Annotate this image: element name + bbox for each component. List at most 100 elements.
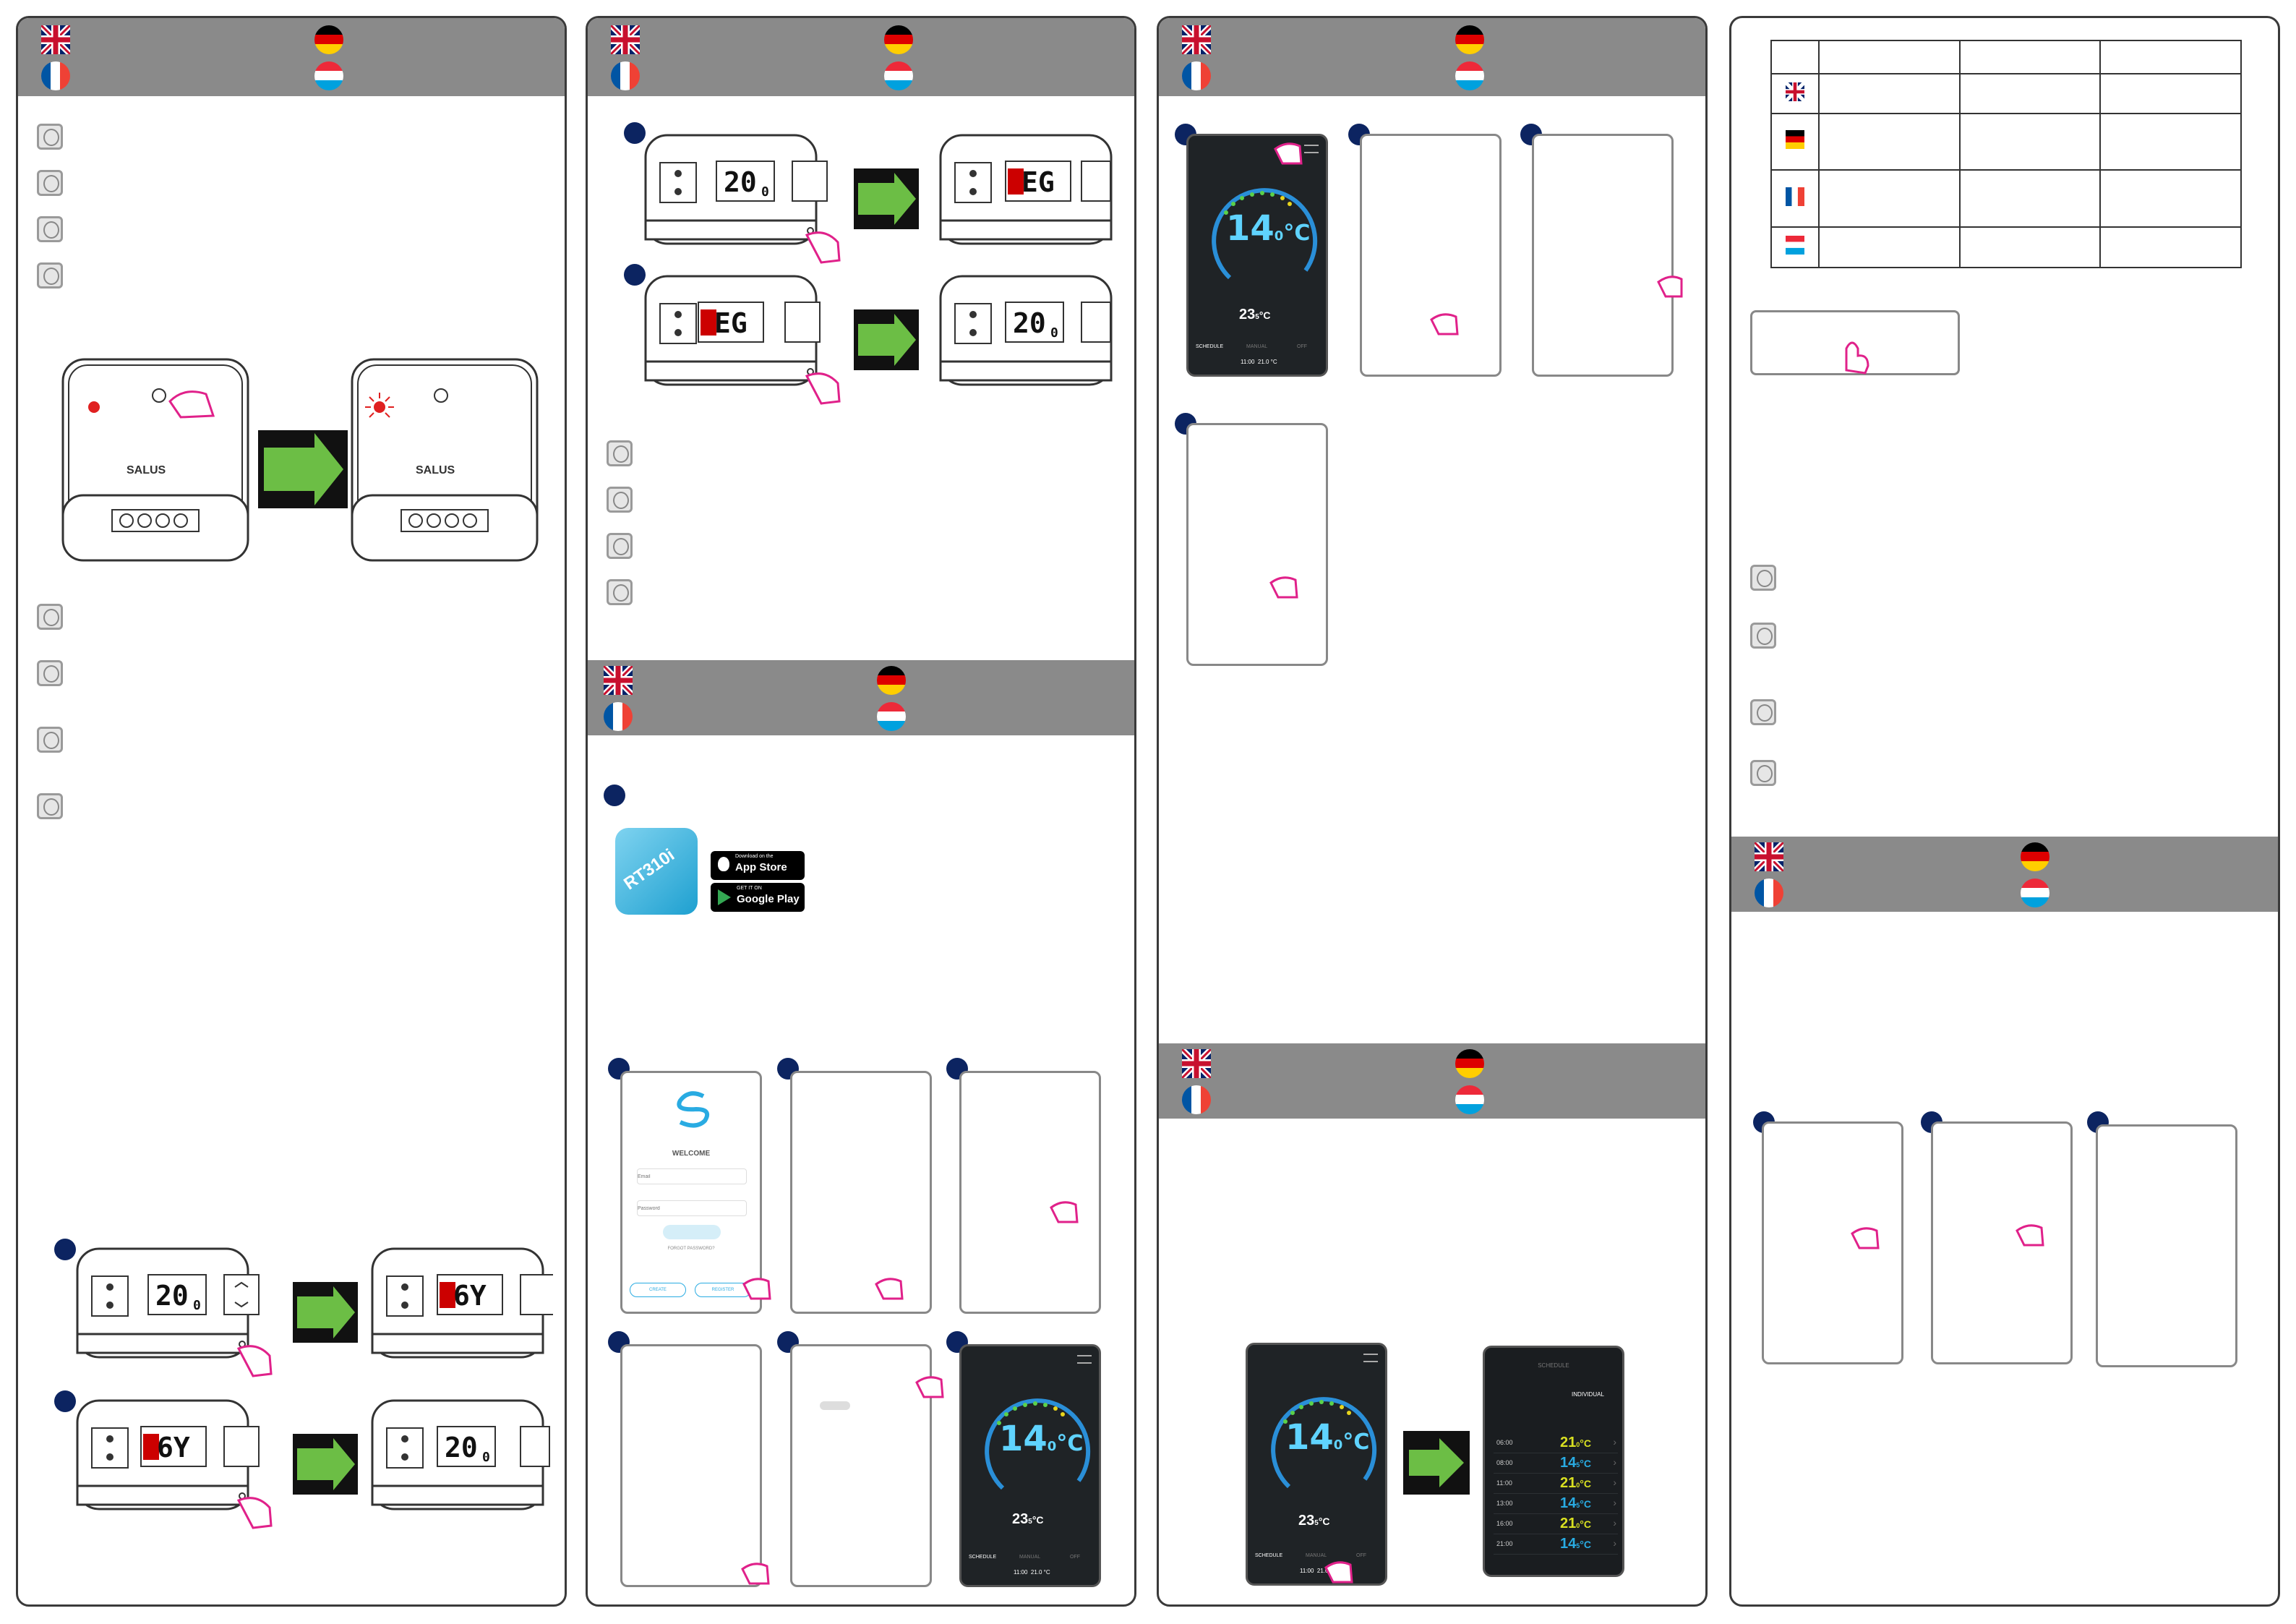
forgot-password-link[interactable]: FORGOT PASSWORD? <box>667 1247 715 1251</box>
tab-manual[interactable]: MANUAL <box>1246 344 1268 349</box>
login-button[interactable] <box>663 1225 721 1239</box>
current-temp: 235°C <box>1298 1513 1330 1529</box>
schedule-row-temp: 145°C <box>1560 1495 1591 1511</box>
login-screen: WELCOME FORGOT PASSWORD? CREATE REGISTER <box>620 1071 771 1314</box>
flag-uk-icon <box>604 666 633 695</box>
info-icon <box>1750 760 1776 786</box>
google-play-badge[interactable]: GET IT ON Google Play <box>711 883 805 912</box>
tap-hand-icon <box>1050 1201 1079 1223</box>
tab-schedule[interactable]: SCHEDULE <box>1196 344 1224 349</box>
led-indicator <box>88 401 100 413</box>
app-screen-blank <box>620 1344 770 1587</box>
svg-text:0: 0 <box>193 1298 201 1313</box>
schedule-row-temp-decimal: 5 <box>1576 1461 1580 1469</box>
flag-de-icon <box>877 666 906 695</box>
tab-schedule[interactable]: SCHEDULE <box>1255 1553 1283 1558</box>
schedule-mode[interactable]: INDIVIDUAL <box>1572 1391 1604 1398</box>
language-bar <box>1159 18 1705 96</box>
play-icon <box>718 889 731 905</box>
tap-hand-icon <box>741 1563 770 1585</box>
info-icon <box>607 487 633 513</box>
tap-hand-icon <box>915 1376 944 1398</box>
action-button-box[interactable] <box>1750 310 1960 375</box>
flag-fr-icon <box>1786 187 1804 206</box>
menu-icon[interactable] <box>1363 1354 1378 1362</box>
current-temp: 235°C <box>1012 1511 1044 1527</box>
current-temp: 235°C <box>1239 307 1271 322</box>
chevron-right-icon: › <box>1613 1436 1616 1448</box>
tap-hand-icon <box>1845 341 1869 375</box>
salus-logo-icon <box>677 1091 709 1128</box>
target-temp: 140°C <box>1226 208 1311 249</box>
menu-icon[interactable] <box>1077 1355 1092 1364</box>
language-bar <box>1731 837 2278 912</box>
info-icon <box>607 533 633 559</box>
schedule-row-temp-decimal: 0 <box>1576 1441 1580 1448</box>
target-temp: 140°C <box>999 1419 1084 1459</box>
schedule-row-temp: 210°C <box>1560 1475 1591 1491</box>
app-icon-label: RT310i <box>620 845 679 894</box>
flag-uk-icon <box>1182 1049 1211 1078</box>
panel-2: 20 0 EG EG 20 0 <box>586 16 1136 1607</box>
email-field[interactable] <box>637 1168 747 1184</box>
status-line: 11:00 21.0 °C <box>1241 359 1277 365</box>
schedule-row-time: 13:00 <box>1496 1500 1513 1507</box>
svg-text:20: 20 <box>155 1280 189 1312</box>
flag-lu-icon <box>877 702 906 731</box>
app-icon: RT310i <box>615 828 698 915</box>
svg-text:6Y: 6Y <box>157 1432 190 1463</box>
info-icon <box>37 793 63 819</box>
tap-hand-icon <box>742 1278 771 1300</box>
flag-de-icon <box>2021 842 2049 871</box>
tab-manual[interactable]: MANUAL <box>1019 1555 1041 1560</box>
chevron-right-icon: › <box>1613 1456 1616 1468</box>
tab-manual[interactable]: MANUAL <box>1306 1553 1327 1558</box>
status-line: 11:00 21.0 °C <box>1014 1569 1050 1576</box>
language-bar <box>18 18 565 96</box>
svg-text:EG: EG <box>714 307 748 339</box>
create-account-button[interactable]: CREATE <box>630 1283 686 1297</box>
salus-logo: SALUS <box>127 464 166 476</box>
app-screen-blank <box>790 1344 944 1587</box>
tap-hand-icon <box>1324 1561 1353 1584</box>
menu-icon[interactable] <box>1304 145 1319 153</box>
app-store-badge[interactable]: Download on the App Store <box>711 851 805 880</box>
thermostat-pair-step-2: EG 20 0 <box>644 275 1113 405</box>
schedule-row-time: 11:00 <box>1496 1479 1512 1487</box>
flag-fr-icon <box>611 61 640 90</box>
tab-schedule[interactable]: SCHEDULE <box>969 1555 997 1560</box>
flag-lu-icon <box>1786 236 1804 255</box>
info-icon <box>37 660 63 686</box>
flag-uk-icon <box>611 25 640 54</box>
app-screen-blank <box>1931 1121 2073 1364</box>
schedule-row-temp-decimal: 5 <box>1576 1542 1580 1550</box>
step-dot <box>54 1239 76 1260</box>
flag-uk-icon <box>1755 842 1783 871</box>
temperature-dial <box>985 1398 1091 1490</box>
tab-off[interactable]: OFF <box>1356 1553 1366 1558</box>
flag-fr-icon <box>41 61 70 90</box>
language-bar <box>588 18 1134 96</box>
password-field[interactable] <box>637 1200 747 1216</box>
apple-icon <box>718 857 729 871</box>
schedule-row-unit: °C <box>1580 1478 1591 1490</box>
schedule-row-temp-decimal: 0 <box>1576 1522 1580 1529</box>
tab-off[interactable]: OFF <box>1297 344 1307 349</box>
info-icon <box>1750 699 1776 725</box>
tab-off[interactable]: OFF <box>1070 1555 1080 1560</box>
svg-text:0: 0 <box>761 184 769 200</box>
app-screen-blank <box>1532 134 1683 377</box>
thermostat-reset-step-2: 6Y 20 0 <box>76 1399 550 1529</box>
tap-hand-icon <box>1851 1227 1880 1249</box>
schedule-row-unit: °C <box>1580 1518 1591 1530</box>
tap-hand-icon <box>1430 313 1459 336</box>
schedule-row-time: 16:00 <box>1496 1520 1513 1527</box>
